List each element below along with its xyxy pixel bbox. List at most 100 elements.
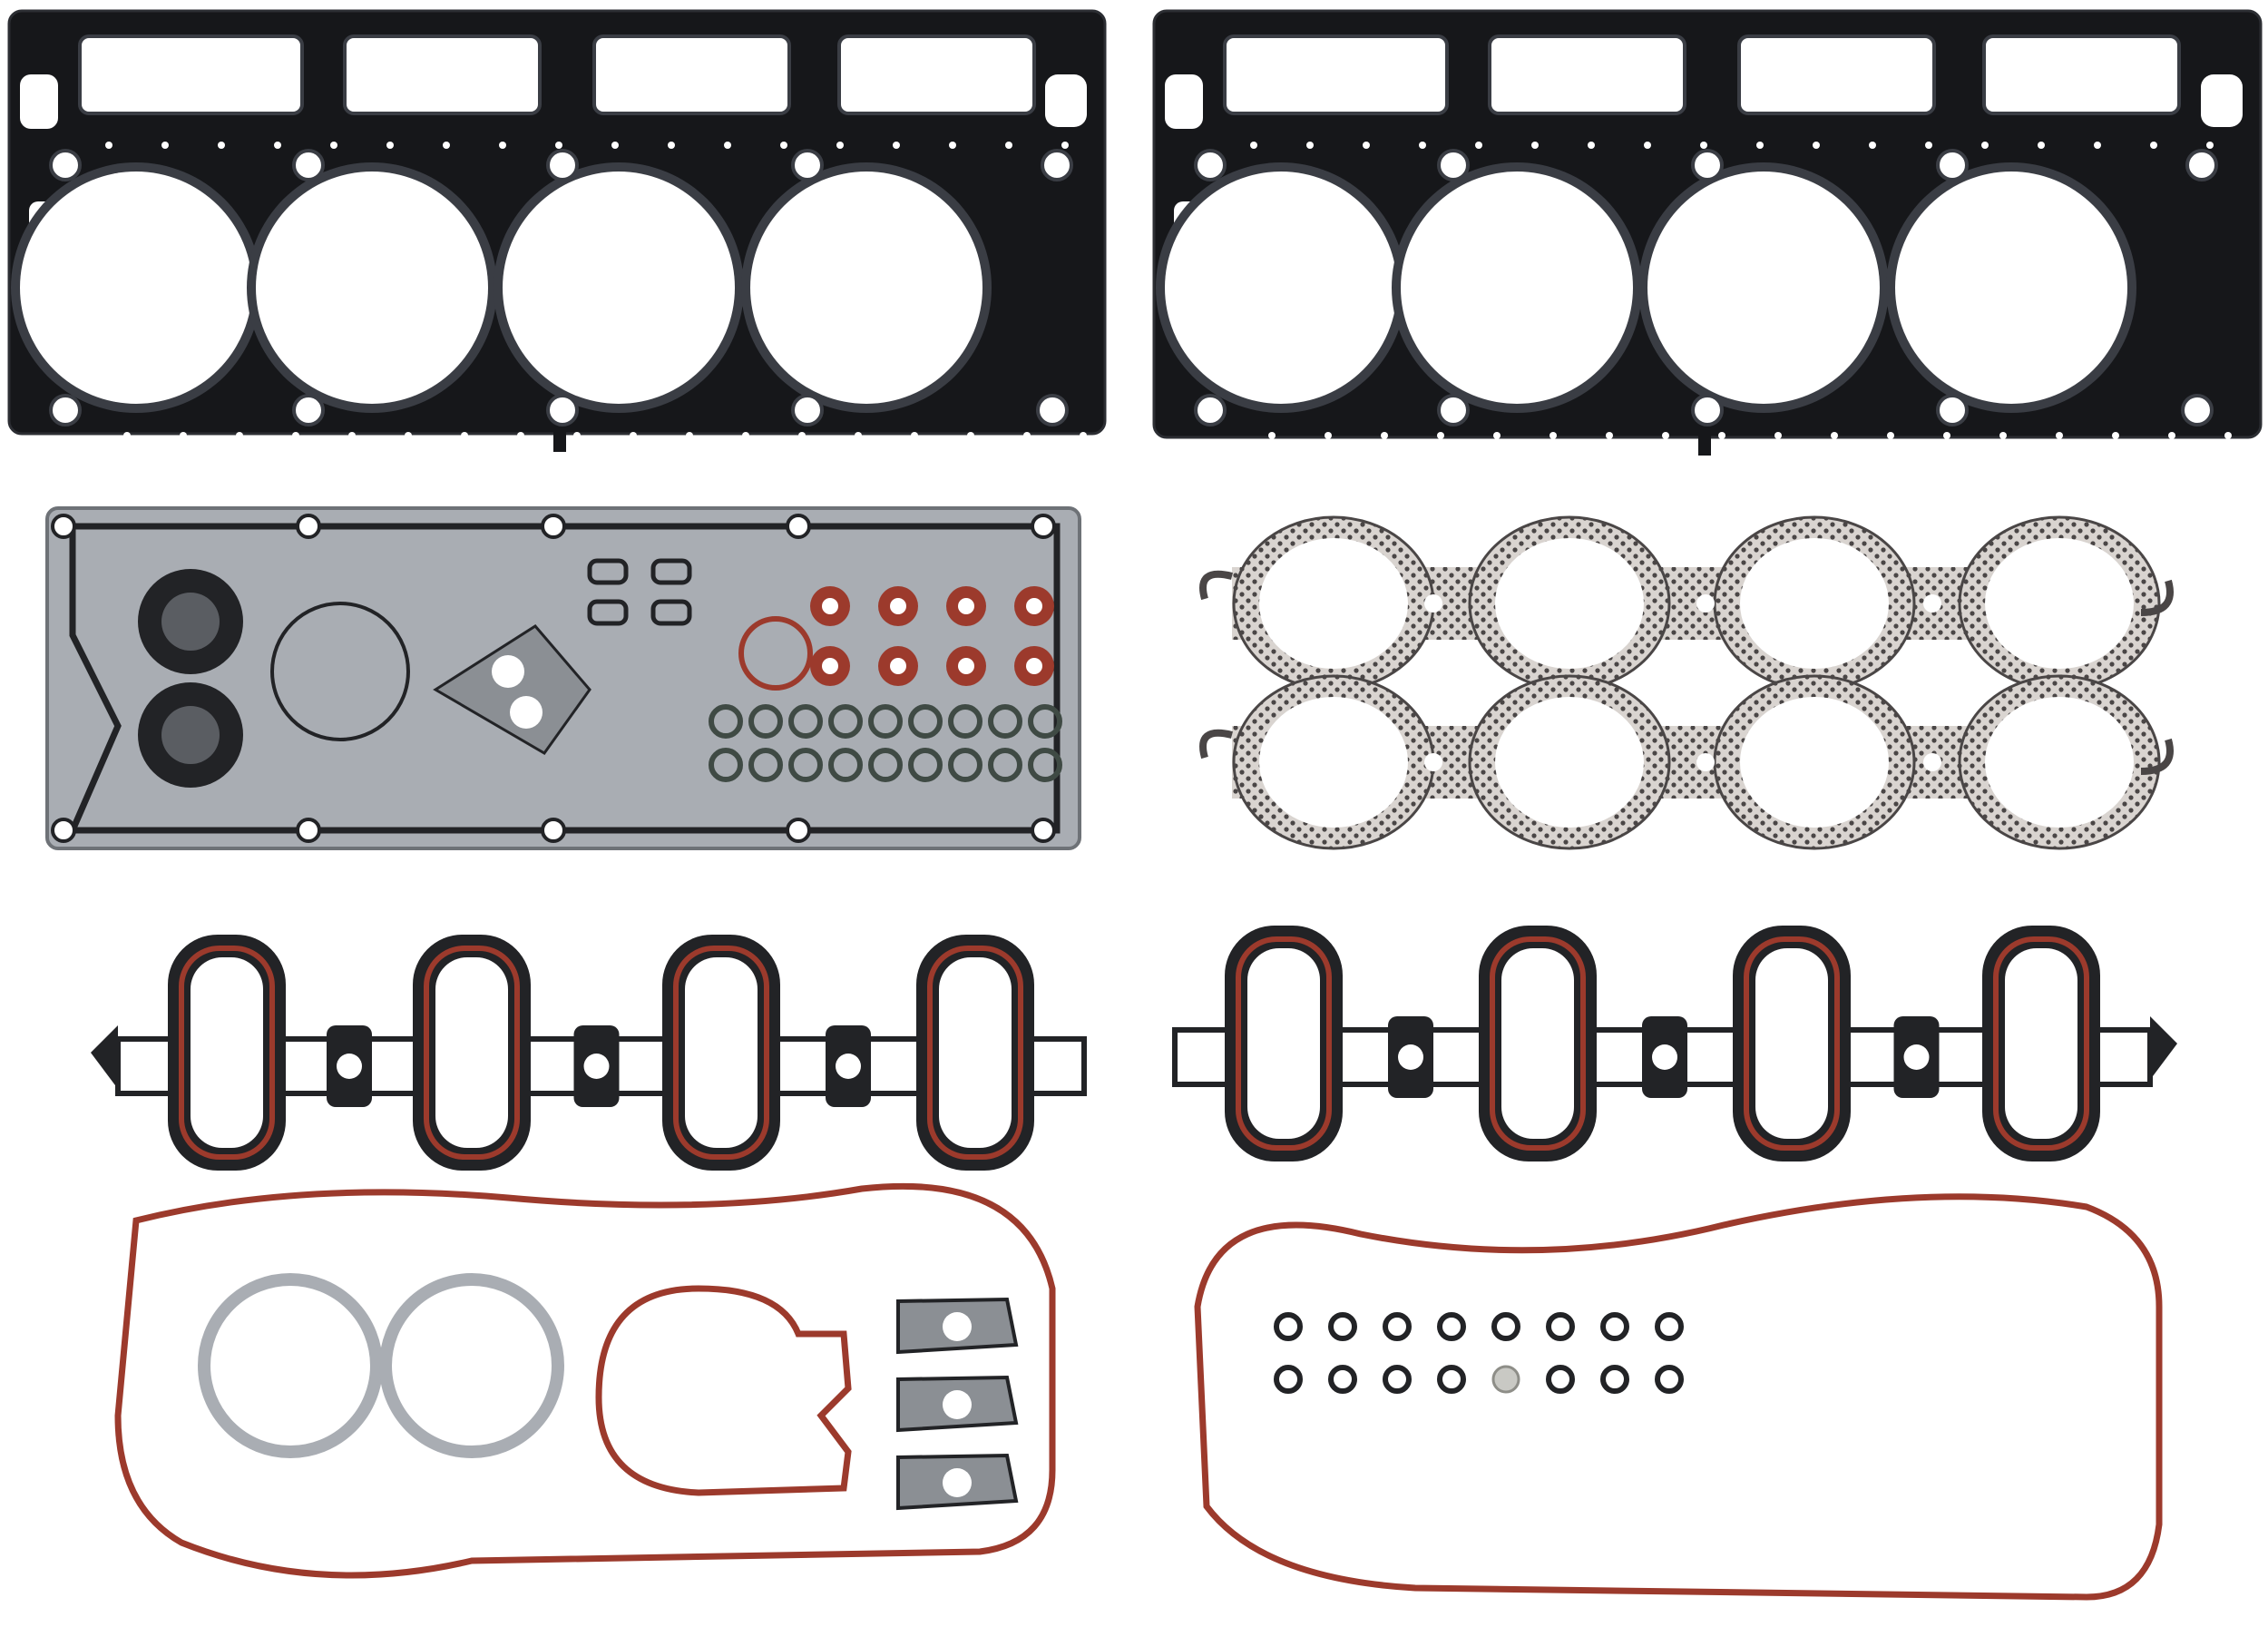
small-oring (1328, 1312, 1357, 1341)
oil-hole (1475, 142, 1482, 149)
oil-hole (1887, 432, 1894, 439)
intake-bolt-hole (1652, 1044, 1677, 1070)
bolt-hole (1194, 394, 1227, 426)
injector-seal-hole (1026, 658, 1042, 674)
oil-pump-cover-seal (595, 1285, 852, 1496)
coolant-window (1488, 34, 1686, 115)
bolt-hole (1936, 149, 1969, 181)
exhaust-bolt-hole (1696, 753, 1715, 771)
oil-hole (780, 142, 787, 149)
valve-cover-seal (114, 1182, 1056, 1579)
valve-stem-seal (908, 748, 943, 782)
oil-hole (686, 432, 693, 439)
spark-plug-tube-clip (650, 558, 692, 585)
valley-bolt-hole (296, 818, 321, 843)
valley-bolt-hole (1031, 818, 1056, 843)
valley-bolt-hole (786, 818, 811, 843)
exhaust-manifold-gasket-lower (1199, 674, 2174, 850)
valley-bolt-hole (296, 514, 321, 539)
small-oring (1491, 1312, 1520, 1341)
oil-hole (611, 142, 619, 149)
oil-hole (1531, 142, 1539, 149)
intake-bolt-hole (337, 1054, 362, 1079)
exhaust-port (1495, 538, 1644, 669)
oil-hole (855, 432, 862, 439)
cylinder-bore (1647, 172, 1880, 404)
valve-stem-seal (788, 704, 823, 739)
oil-hole (499, 142, 506, 149)
steel-ring-gasket (379, 1273, 564, 1458)
injector-seal-hole (890, 658, 906, 674)
injector-seal-hole (822, 658, 838, 674)
small-oring (1655, 1312, 1684, 1341)
oil-hole (1419, 142, 1426, 149)
small-oring (1383, 1365, 1412, 1394)
oil-hole (1662, 432, 1669, 439)
oil-hole (1756, 142, 1764, 149)
exhaust-bolt-hole (1424, 594, 1442, 613)
exhaust-port (1740, 697, 1889, 828)
oil-hole (236, 432, 243, 439)
valve-stem-seal (868, 748, 903, 782)
oil-hole (218, 142, 225, 149)
valve-stem-seal (748, 748, 783, 782)
egr-port (510, 696, 543, 729)
intake-manifold-gasket-right (1172, 926, 2177, 1161)
cylinder-bore (1165, 172, 1397, 404)
spark-plug-tube-clip (587, 599, 629, 626)
oil-hole (1813, 142, 1820, 149)
intake-runner-port (435, 957, 508, 1148)
valve-stem-seal (709, 704, 743, 739)
spark-plug-tube-clip (587, 558, 629, 585)
intake-runner-seal (1490, 936, 1586, 1151)
intake-runner-seal (673, 946, 769, 1160)
intake-runner-seal (1744, 936, 1840, 1151)
valley-bolt-hole (1031, 514, 1056, 539)
oil-hole (123, 432, 131, 439)
coolant-window (78, 34, 304, 115)
exhaust-port (1495, 697, 1644, 828)
valley-bolt-hole (541, 514, 566, 539)
bolt-hole (546, 149, 579, 181)
small-oring (1328, 1365, 1357, 1394)
intake-runner-seal (1236, 936, 1332, 1151)
intake-runner-port (1755, 948, 1828, 1139)
oil-hole (911, 432, 918, 439)
oil-hole (724, 142, 731, 149)
intake-runner-seal (424, 946, 520, 1160)
intake-runner-port (1501, 948, 1574, 1139)
valley-cover-gasket (45, 506, 1081, 850)
oil-hole (1325, 432, 1332, 439)
oil-hole (180, 432, 187, 439)
oil-hole (2112, 432, 2119, 439)
coolant-window (1223, 34, 1449, 115)
small-oring (1600, 1312, 1629, 1341)
oil-hole (742, 432, 749, 439)
oil-hole (443, 142, 450, 149)
intake-runner-port (1247, 948, 1320, 1139)
small-oring (1546, 1312, 1575, 1341)
oil-hole (1381, 432, 1388, 439)
valve-cover-gasket-left (114, 1182, 1056, 1579)
exhaust-bolt-hole (1424, 753, 1442, 771)
oil-hole (292, 432, 299, 439)
oil-hole (517, 432, 524, 439)
steel-ring-gasket (198, 1273, 383, 1458)
small-oring (1600, 1365, 1629, 1394)
injector-seal-hole (890, 598, 906, 614)
bolt-hole (1437, 394, 1470, 426)
valve-stem-seal (1028, 704, 1062, 739)
thermostat-oring (270, 602, 410, 741)
intake-runner-seal (179, 946, 275, 1160)
flange-gasket-hole (943, 1468, 972, 1497)
small-oring (1274, 1312, 1303, 1341)
exhaust-bolt-hole (1923, 753, 1941, 771)
valve-stem-seal (868, 704, 903, 739)
side-port (1165, 74, 1203, 129)
oil-hole (105, 142, 112, 149)
oil-hole (2168, 432, 2175, 439)
oil-hole (798, 432, 806, 439)
valve-stem-seal (988, 704, 1022, 739)
oil-hole (893, 142, 900, 149)
intake-bolt-hole (836, 1054, 861, 1079)
